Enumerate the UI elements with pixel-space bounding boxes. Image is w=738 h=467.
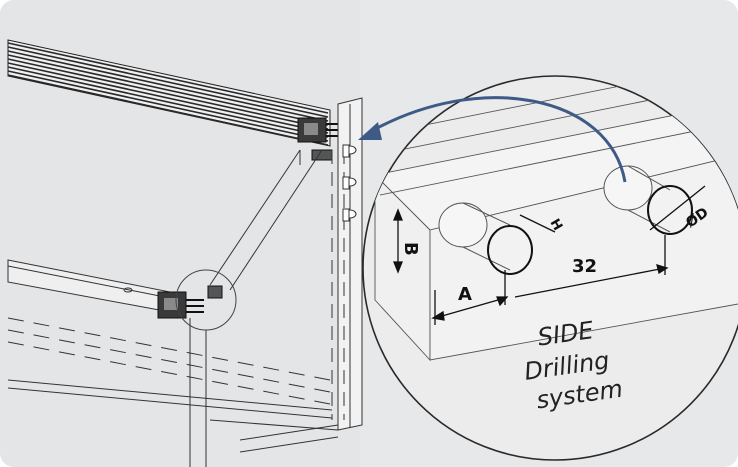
hole-b-entry [603,165,653,211]
hole-a [487,225,533,275]
diagonal-rail [209,149,323,291]
caption: SIDE Drilling system [523,316,625,414]
top-drawer-rail [7,39,331,147]
label-b: B [400,242,421,256]
magnified-detail: B H A 32 ØD SIDE Drilling system [362,75,738,461]
hole-b [647,185,693,235]
lower-rail [7,259,171,313]
hole-a-entry [438,202,488,248]
cabinet-frame [7,317,339,467]
lower-connector [157,285,223,319]
label-spacing: 32 [572,256,597,277]
label-a: A [458,284,472,305]
curved-arrow [358,96,627,183]
side-panel [331,97,363,431]
